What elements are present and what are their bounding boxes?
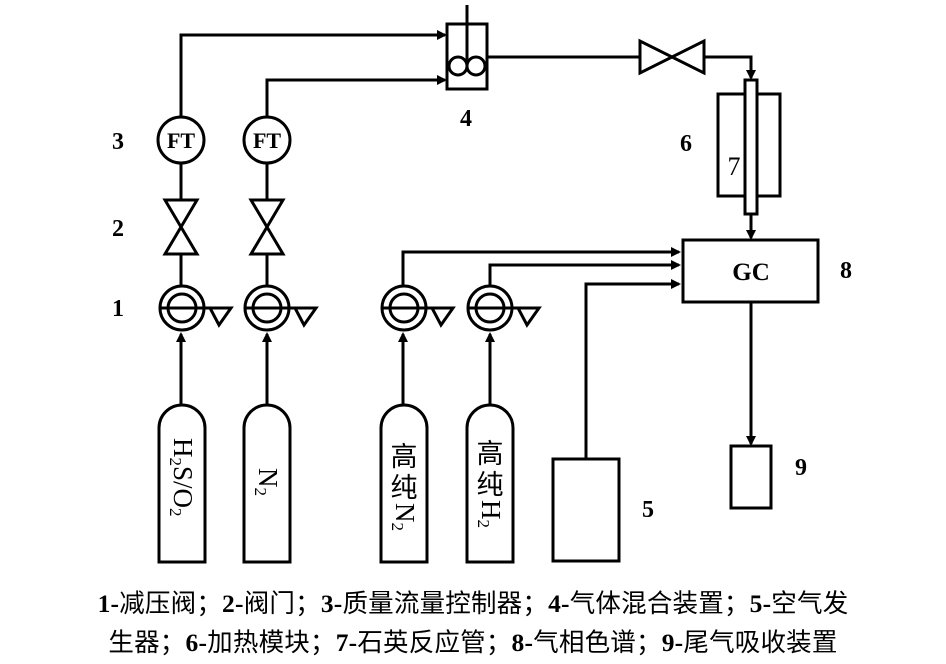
legend-number: 3- bbox=[320, 589, 343, 618]
svg-text:纯: 纯 bbox=[477, 470, 504, 501]
legend-number: 4- bbox=[548, 589, 570, 618]
legend-number: 8- bbox=[511, 628, 534, 657]
cylinder-h2s-o2: H2S/O2 bbox=[157, 403, 207, 564]
label-9: 9 bbox=[795, 455, 807, 481]
svg-text:H2S/O2: H2S/O2 bbox=[166, 438, 198, 517]
legend-entry: 1-减压阀； bbox=[98, 589, 222, 619]
legend-entry: 8-气相色谱； bbox=[512, 628, 662, 658]
label-3: 3 bbox=[112, 129, 124, 155]
caption-line-2: 生器；6-加热模块；7-石英反应管；8-气相色谱；9-尾气吸收装置 bbox=[0, 622, 946, 659]
legend-number: 9- bbox=[661, 628, 684, 657]
label-5: 5 bbox=[642, 497, 654, 523]
quartz-tube bbox=[743, 78, 759, 216]
line-h2so2 bbox=[176, 30, 447, 404]
svg-text:N2: N2 bbox=[388, 503, 420, 531]
legend-text: 气相色谱； bbox=[533, 628, 662, 658]
cylinder-n2: N2 bbox=[242, 403, 292, 564]
legend-entry: 7-石英反应管； bbox=[336, 628, 512, 658]
label-4: 4 bbox=[460, 106, 472, 132]
line-mixer-to-reactor bbox=[487, 55, 756, 80]
regulator-1d bbox=[466, 284, 541, 332]
legend-entry: 6-加热模块； bbox=[186, 628, 336, 658]
valve-2c bbox=[638, 38, 706, 76]
svg-text:GC: GC bbox=[732, 259, 770, 286]
cylinder-pure-h2: 高 纯 H2 bbox=[465, 403, 515, 564]
svg-text:H2: H2 bbox=[474, 500, 506, 528]
legend-text: 加热模块； bbox=[207, 628, 336, 658]
legend-entry: 生器； bbox=[108, 628, 185, 658]
gas-mixer bbox=[445, 5, 489, 91]
svg-text:N2: N2 bbox=[251, 468, 283, 496]
cylinder-pure-n2: 高 纯 N2 bbox=[379, 403, 429, 564]
legend-number: 7- bbox=[335, 628, 358, 657]
svg-text:高: 高 bbox=[391, 442, 418, 473]
svg-text:纯: 纯 bbox=[391, 473, 418, 504]
legend-text: 减压阀； bbox=[119, 589, 223, 619]
legend-number: 5- bbox=[749, 589, 772, 618]
legend-text: 阀门； bbox=[243, 589, 321, 619]
legend-text: 石英反应管； bbox=[357, 628, 512, 658]
legend-text: 质量流量控制器； bbox=[342, 589, 549, 619]
regulator-1c bbox=[380, 284, 455, 332]
ft-mfc-1: FT bbox=[156, 115, 206, 165]
regulator-1a bbox=[158, 284, 233, 332]
label-1: 1 bbox=[112, 296, 124, 322]
line-pure-h2 bbox=[485, 260, 681, 404]
label-6: 6 bbox=[680, 131, 692, 157]
legend-entry: 3-质量流量控制器； bbox=[321, 589, 548, 619]
regulator-1b bbox=[243, 284, 318, 332]
ft-mfc-2: FT bbox=[242, 115, 292, 165]
flow-diagram: FT H2S/O2 FT N2 高 纯 N2 bbox=[112, 5, 852, 564]
legend-number: 1- bbox=[97, 589, 120, 618]
legend-entry: 5-空气发 bbox=[750, 589, 849, 619]
label-7: 7 bbox=[728, 152, 741, 181]
tail-gas-absorber bbox=[729, 302, 773, 510]
valve-2a bbox=[163, 198, 199, 256]
caption-line-1: 1-减压阀；2-阀门；3-质量流量控制器；4-气体混合装置；5-空气发 bbox=[0, 583, 946, 620]
legend-entry: 9-尾气吸收装置 bbox=[662, 628, 838, 658]
line-pure-n2 bbox=[398, 247, 681, 404]
valve-2b bbox=[249, 198, 285, 256]
legend-entry: 2-阀门； bbox=[222, 589, 321, 619]
legend-text: 空气发 bbox=[771, 589, 849, 619]
legend-entry: 4-气体混合装置； bbox=[548, 589, 750, 619]
legend-text: 生器； bbox=[108, 628, 186, 658]
svg-text:高: 高 bbox=[477, 439, 504, 470]
line-n2 bbox=[262, 75, 447, 404]
legend-number: 2- bbox=[222, 589, 244, 618]
gas-chromatograph: GC bbox=[681, 238, 820, 304]
air-generator bbox=[551, 279, 681, 563]
svg-text:FT: FT bbox=[167, 128, 195, 153]
svg-text:FT: FT bbox=[253, 128, 281, 153]
legend-number: 6- bbox=[185, 628, 208, 657]
legend-text: 尾气吸收装置 bbox=[683, 628, 838, 658]
label-2: 2 bbox=[112, 216, 124, 242]
label-8: 8 bbox=[840, 258, 852, 284]
legend-text: 气体混合装置； bbox=[569, 589, 750, 619]
